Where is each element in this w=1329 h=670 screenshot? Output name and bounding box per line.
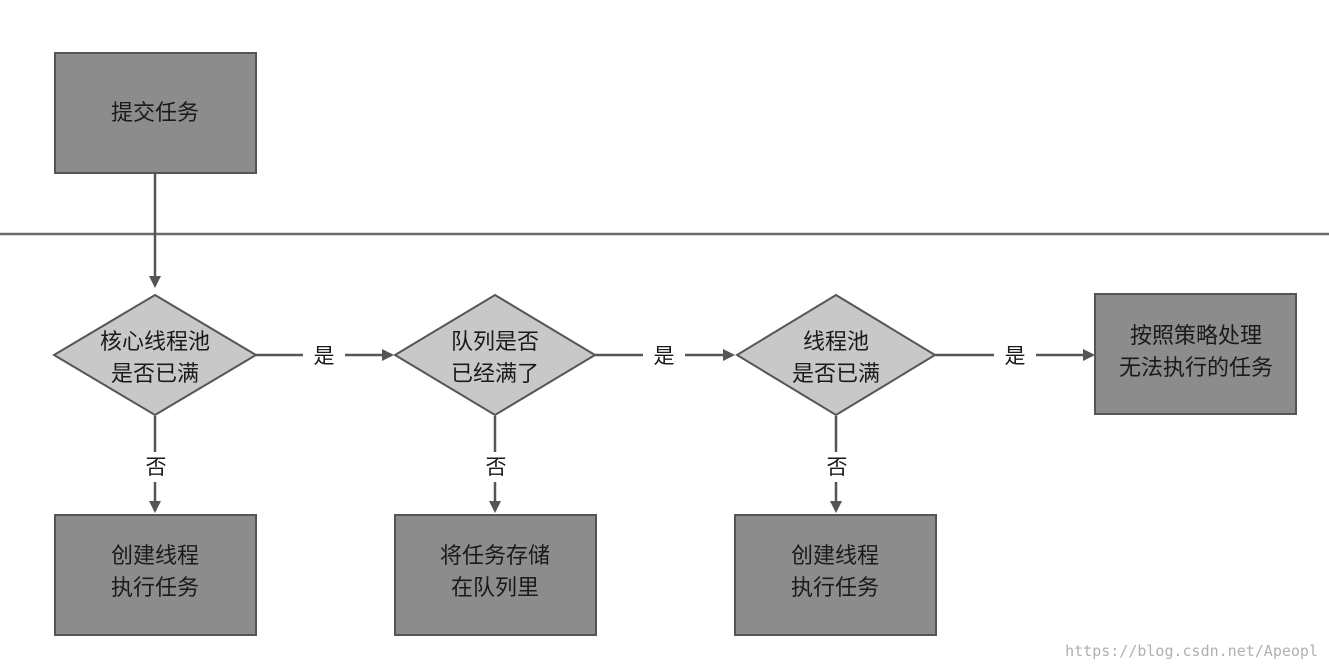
edge-label-bg xyxy=(994,340,1036,370)
node-label: 创建线程 xyxy=(111,544,199,569)
decision-queue-full: 队列是否 已经满了 xyxy=(393,293,597,417)
edge-label-yes: 是 xyxy=(1005,344,1026,368)
node-label: 创建线程 xyxy=(791,544,879,569)
edge-label-bg xyxy=(478,452,514,482)
node-label: 按照策略处理 xyxy=(1130,324,1262,349)
node-enqueue-task: 将任务存储 在队列里 xyxy=(394,514,597,636)
edge-label-bg xyxy=(819,452,855,482)
decision-label: 线程池 xyxy=(803,330,869,355)
node-label: 将任务存储 xyxy=(440,544,550,569)
edge-label-yes: 是 xyxy=(314,344,335,368)
edge-label-bg xyxy=(138,452,174,482)
edge-label-no: 否 xyxy=(146,455,167,479)
edge-label-no: 否 xyxy=(486,455,507,479)
node-submit-task: 提交任务 xyxy=(54,52,257,174)
node-label: 提交任务 xyxy=(111,101,199,126)
edge-label-bg xyxy=(303,340,345,370)
edge-label-no: 否 xyxy=(827,455,848,479)
decision-label: 已经满了 xyxy=(451,362,539,387)
node-create-thread-pool: 创建线程 执行任务 xyxy=(734,514,937,636)
node-label: 执行任务 xyxy=(791,576,879,601)
node-create-thread-core: 创建线程 执行任务 xyxy=(54,514,257,636)
decision-thread-pool-full: 线程池 是否已满 xyxy=(735,293,937,417)
decision-label: 核心线程池 xyxy=(100,330,210,355)
decision-label: 是否已满 xyxy=(792,362,880,387)
decision-label: 是否已满 xyxy=(111,362,199,387)
node-reject-task: 按照策略处理 无法执行的任务 xyxy=(1094,293,1297,415)
edge-label-yes: 是 xyxy=(654,344,675,368)
node-label: 在队列里 xyxy=(451,576,539,601)
node-label: 执行任务 xyxy=(111,576,199,601)
decision-label: 队列是否 xyxy=(451,330,539,355)
watermark-text: https://blog.csdn.net/Apeopl xyxy=(1065,642,1318,660)
edge-label-bg xyxy=(643,340,685,370)
decision-core-pool-full: 核心线程池 是否已满 xyxy=(52,293,258,417)
node-label: 无法执行的任务 xyxy=(1119,356,1273,381)
